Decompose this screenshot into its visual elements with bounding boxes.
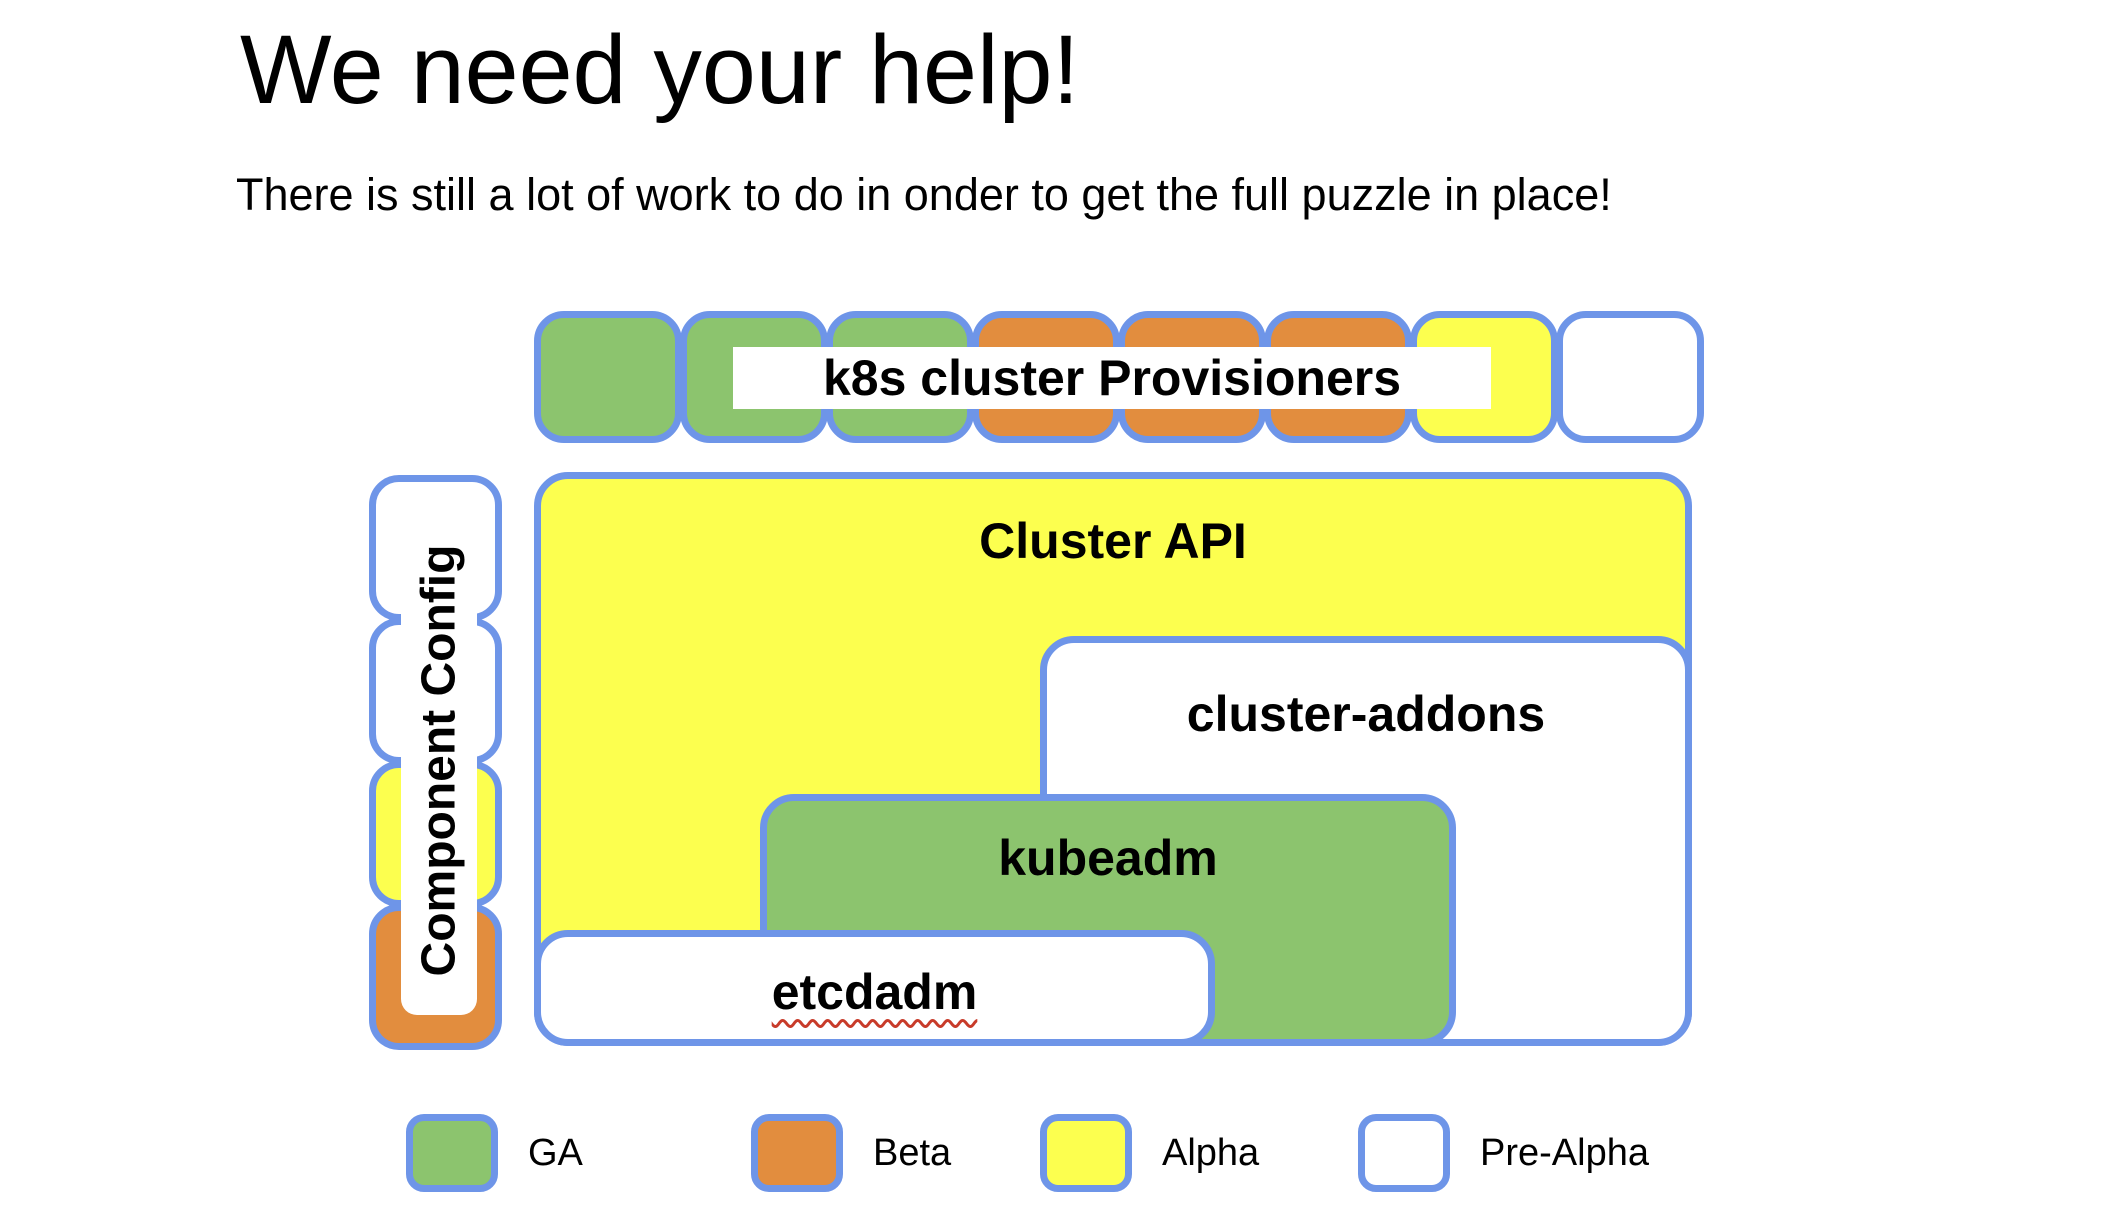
etcdadm-label: etcdadm bbox=[541, 963, 1208, 1021]
legend-swatch-beta bbox=[751, 1114, 843, 1192]
component-config-label: Component Config bbox=[412, 544, 466, 976]
legend-item-alpha: Alpha bbox=[1040, 1114, 1259, 1192]
kubeadm-label: kubeadm bbox=[767, 829, 1449, 887]
cluster-addons-label: cluster-addons bbox=[1186, 686, 1546, 742]
kubeadm-label-text: kubeadm bbox=[998, 830, 1218, 886]
slide-subtitle: There is still a lot of work to do in on… bbox=[236, 169, 1612, 220]
provisioner-piece-ga bbox=[534, 311, 682, 443]
legend-item-pre_alpha: Pre-Alpha bbox=[1358, 1114, 1649, 1192]
legend-swatch-ga bbox=[406, 1114, 498, 1192]
legend-item-beta: Beta bbox=[751, 1114, 951, 1192]
etcdadm-box: etcdadm bbox=[534, 930, 1215, 1046]
etcdadm-label-text: etcdadm bbox=[771, 964, 978, 1020]
legend-swatch-alpha bbox=[1040, 1114, 1132, 1192]
slide-title: We need your help! bbox=[240, 15, 1080, 124]
provisioners-label: k8s cluster Provisioners bbox=[733, 347, 1491, 409]
cluster-api-label: Cluster API bbox=[979, 513, 1247, 569]
legend-label-ga: GA bbox=[528, 1131, 583, 1174]
legend-label-alpha: Alpha bbox=[1162, 1131, 1260, 1174]
legend-label-pre_alpha: Pre-Alpha bbox=[1480, 1131, 1649, 1174]
legend-swatch-pre_alpha bbox=[1358, 1114, 1450, 1192]
legend-label-beta: Beta bbox=[873, 1131, 952, 1174]
legend-item-ga: GA bbox=[406, 1114, 583, 1192]
component-config-label-box: Component Config bbox=[401, 505, 477, 1015]
provisioner-piece-pre-alpha bbox=[1556, 311, 1704, 443]
